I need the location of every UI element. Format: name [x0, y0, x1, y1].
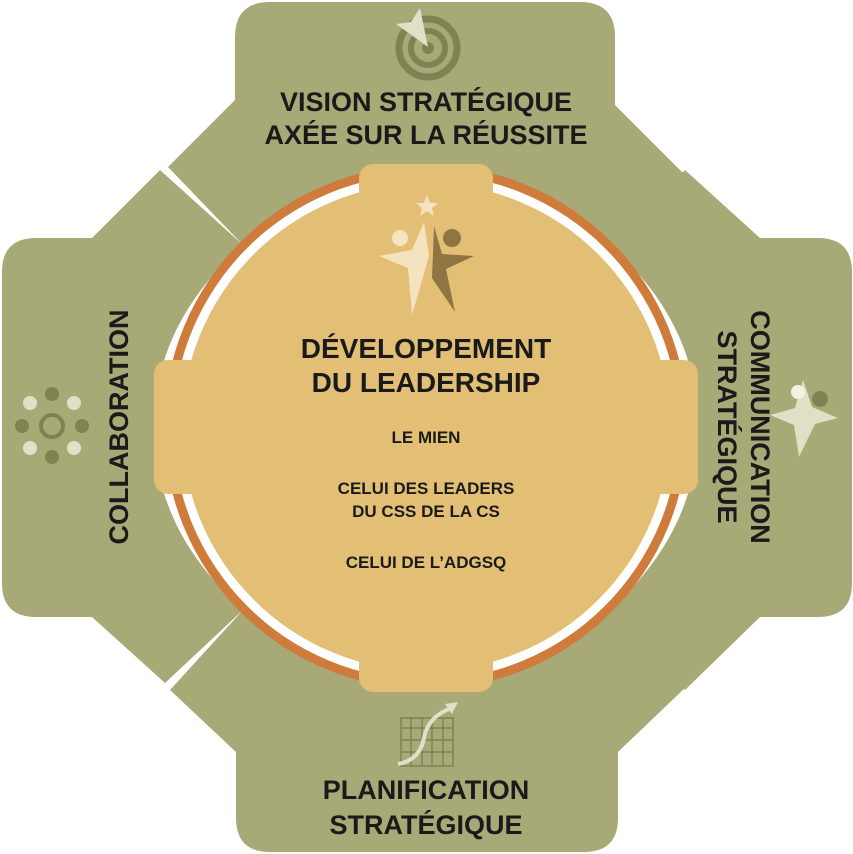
- right-label-line1: COMMUNICATION: [745, 310, 775, 543]
- panel-left: [2, 170, 243, 683]
- panel-top: [168, 2, 690, 245]
- bottom-label-line1: PLANIFICATION: [323, 775, 529, 805]
- bottom-label-line2: STRATÉGIQUE: [329, 809, 522, 840]
- growth-chart-icon: [397, 702, 458, 767]
- right-label-line2: STRATÉGIQUE: [712, 330, 743, 523]
- top-label-line1: VISION STRATÉGIQUE: [280, 86, 572, 117]
- leaders-star-icon: [379, 195, 474, 315]
- center-title-line2: DU LEADERSHIP: [312, 367, 541, 398]
- top-label-line2: AXÉE SUR LA RÉUSSITE: [264, 119, 587, 150]
- center-item-leaders-line2: DU CSS DE LA CS: [352, 502, 500, 521]
- center-disc: [154, 164, 698, 692]
- center-item-adgsq: CELUI DE L’ADGSQ: [346, 553, 507, 572]
- panel-bottom: [170, 610, 688, 852]
- team-circle-icon: [15, 387, 89, 464]
- center-item-mine: LE MIEN: [392, 428, 461, 447]
- center-title-line1: DÉVELOPPEMENT: [301, 333, 551, 364]
- center-item-leaders-line1: CELUI DES LEADERS: [338, 479, 515, 498]
- panel-right: [610, 170, 852, 690]
- leader-star-icon: [770, 380, 838, 457]
- left-label: COLLABORATION: [104, 310, 134, 545]
- target-icon: [395, 8, 461, 81]
